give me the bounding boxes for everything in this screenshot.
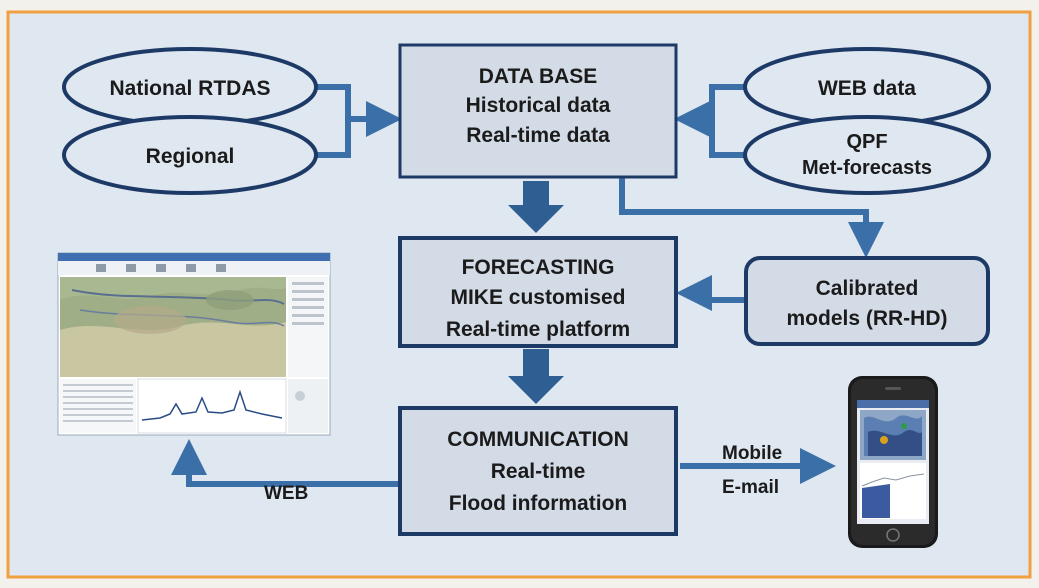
- calibrated-models-box: [744, 256, 990, 346]
- database-realtime: Real-time data: [466, 124, 610, 147]
- mobile-output-label: Mobile: [722, 443, 782, 464]
- arrow-models-to-forecasting: [676, 275, 744, 311]
- web-output-label: WEB: [264, 483, 308, 504]
- regional-label: Regional: [146, 145, 235, 168]
- models-line1: Calibrated: [816, 277, 919, 300]
- regional-ellipse: [62, 115, 318, 195]
- web-data-label: WEB data: [818, 77, 916, 100]
- qpf-ellipse: [743, 115, 991, 195]
- communication-realtime: Real-time: [491, 460, 586, 483]
- database-historical: Historical data: [466, 94, 611, 117]
- models-line2: models (RR-HD): [787, 307, 948, 330]
- national-rtdas-label: National RTDAS: [109, 77, 270, 100]
- forecasting-box: [398, 236, 678, 348]
- communication-flood: Flood information: [449, 492, 627, 515]
- arrow-database-to-models: [619, 176, 884, 258]
- qpf-label: QPF: [846, 131, 887, 153]
- smartphone-flood-app-icon: [848, 376, 938, 548]
- forecasting-mike: MIKE customised: [450, 286, 625, 309]
- email-output-label: E-mail: [722, 477, 779, 498]
- database-box: [398, 43, 678, 179]
- database-title: DATA BASE: [479, 65, 598, 88]
- connector-lines: [171, 84, 884, 487]
- arrow-communication-to-web: [171, 439, 400, 487]
- down-arrow-database-to-forecasting: [508, 181, 564, 233]
- desktop-forecast-map-screenshot-icon: [57, 252, 331, 436]
- met-forecasts-label: Met-forecasts: [802, 157, 932, 179]
- communication-title: COMMUNICATION: [447, 428, 629, 451]
- forecasting-title: FORECASTING: [462, 256, 615, 279]
- forecasting-platform: Real-time platform: [446, 318, 630, 341]
- communication-box: [398, 406, 678, 536]
- down-arrow-forecasting-to-communication: [508, 349, 564, 404]
